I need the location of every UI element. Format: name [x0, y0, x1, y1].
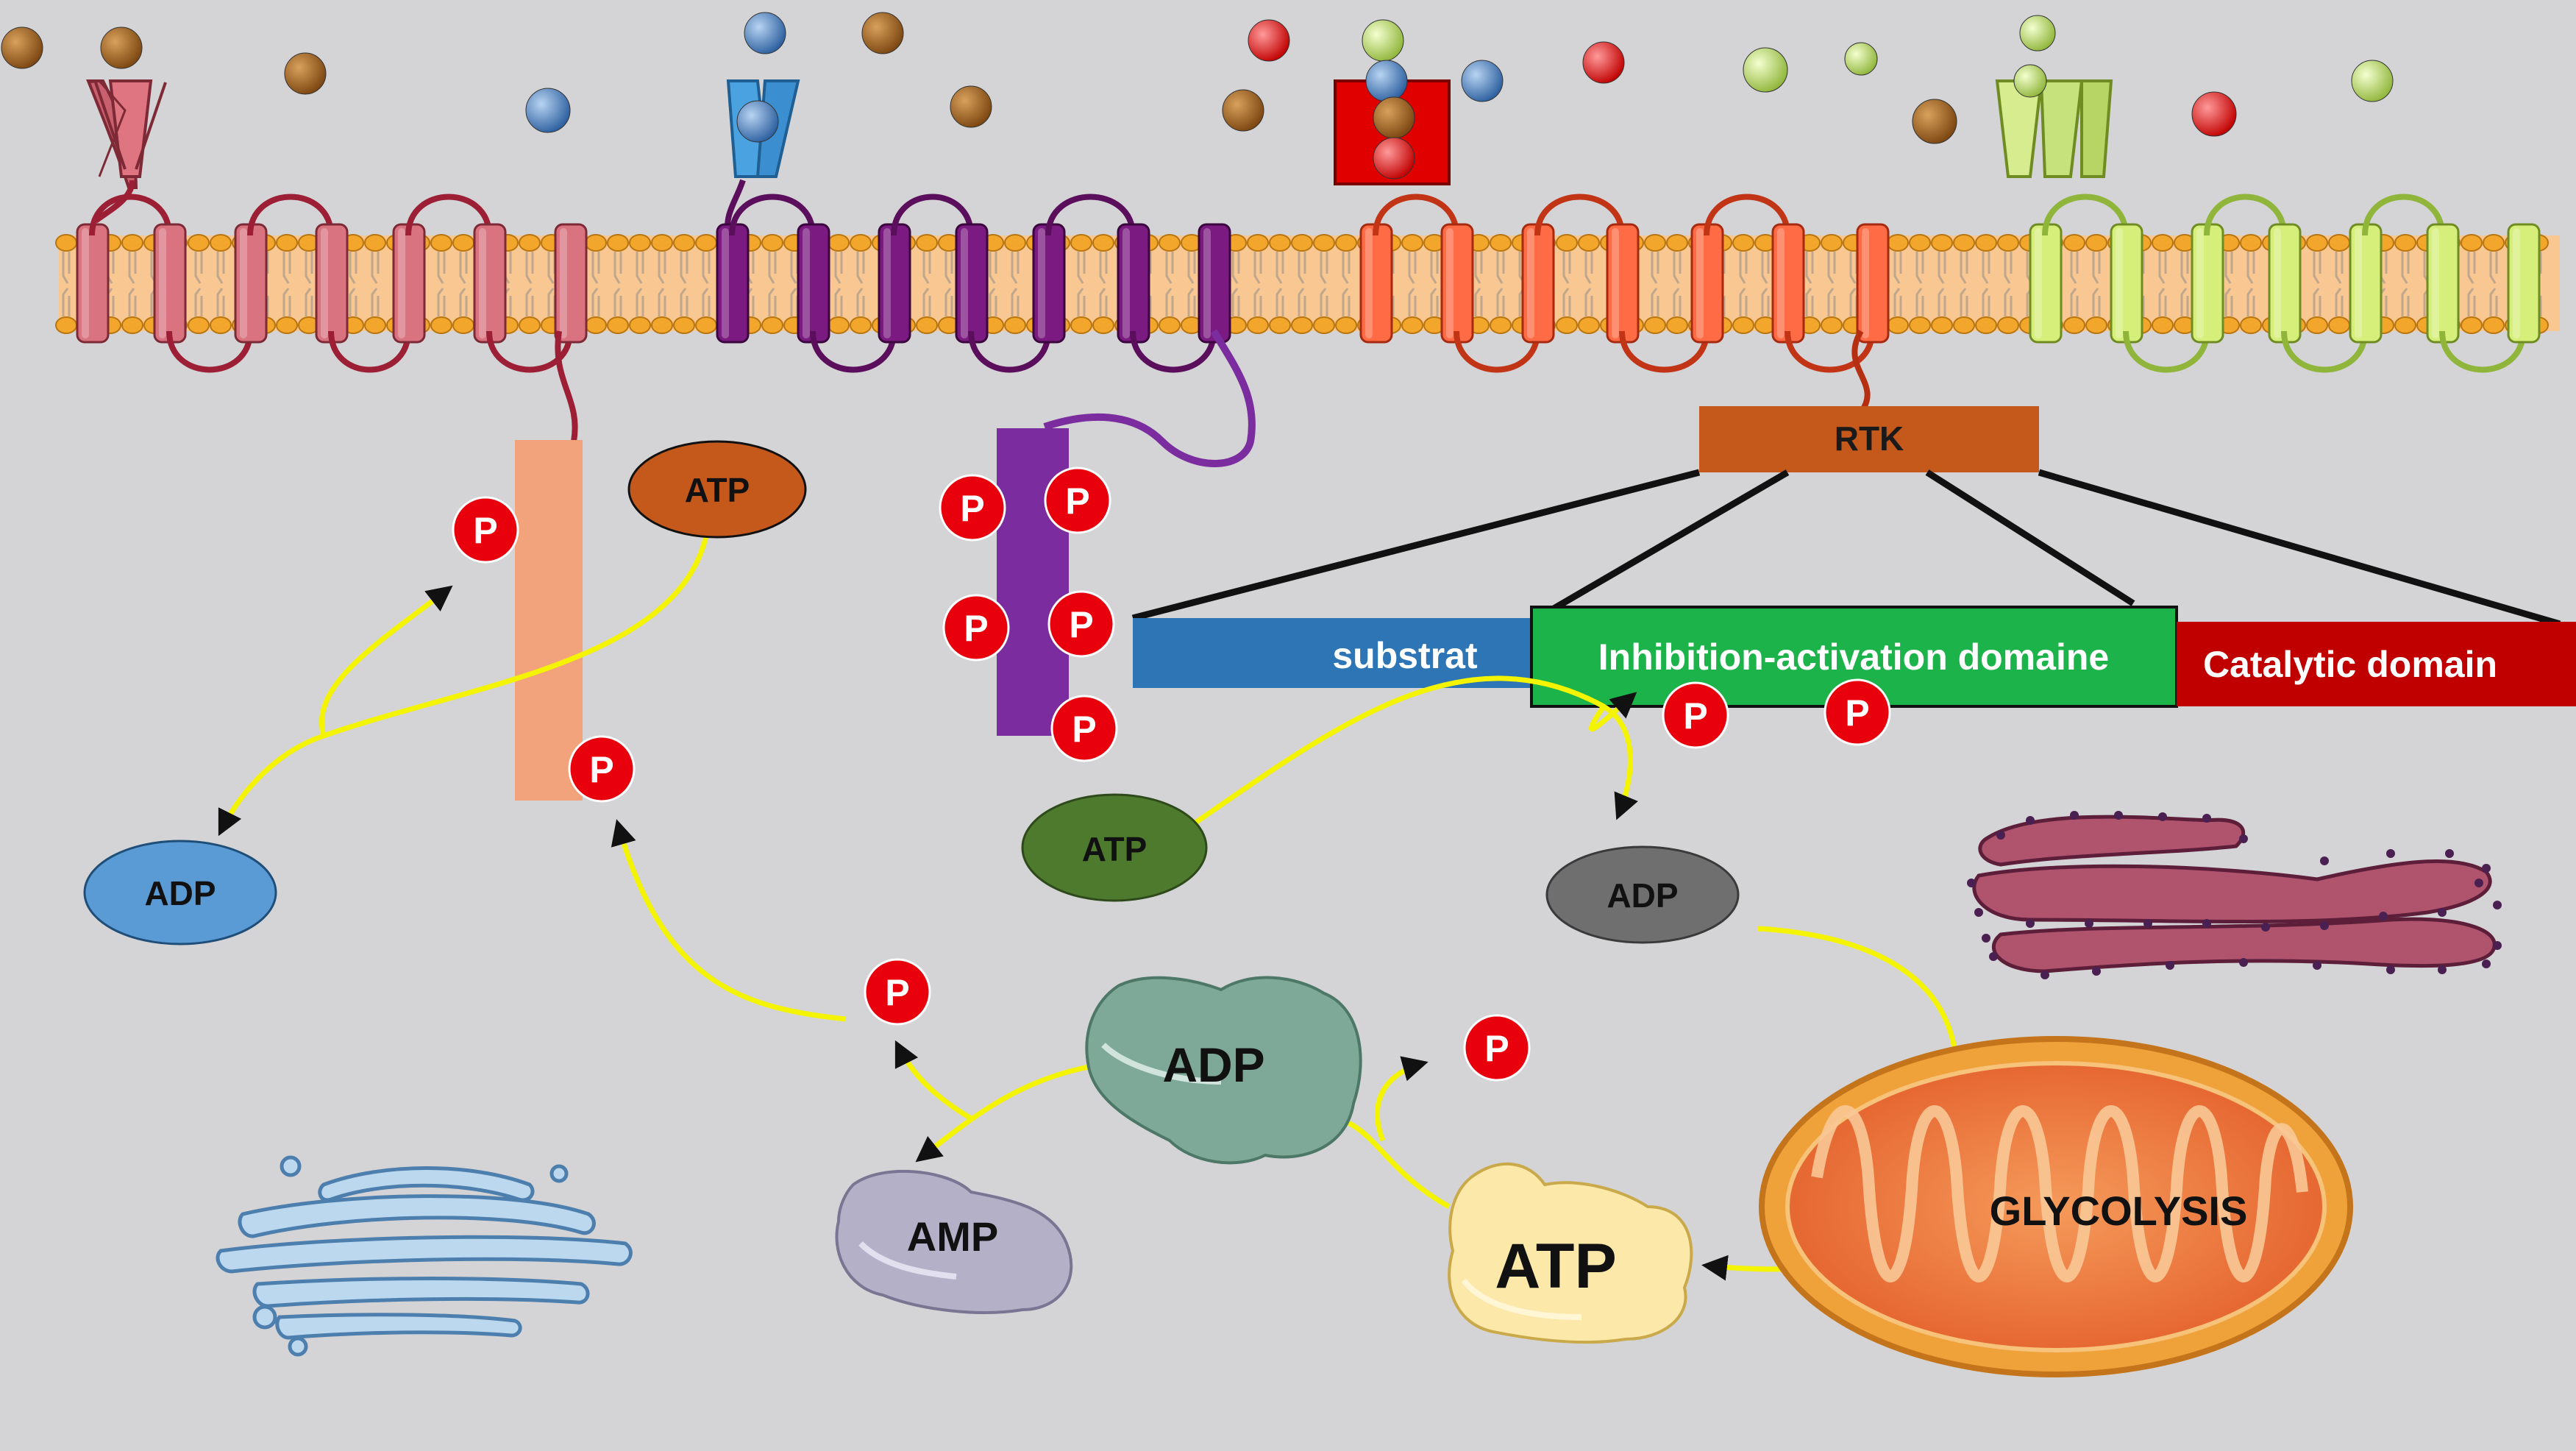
phosphate-label: P: [473, 510, 497, 551]
arrow-adp-cloud-to-amp: [915, 1064, 1089, 1163]
phosphate-circle: P: [1824, 678, 1891, 746]
substrate-label: substrat: [1332, 635, 1478, 676]
receptor-pink-7tm: [76, 79, 588, 442]
catalytic-domain-box: [2177, 622, 2576, 706]
rtk-label: RTK: [1835, 419, 1904, 458]
phosphate-label: P: [1683, 695, 1707, 737]
mitochondrion: GLYCOLYSIS: [1759, 1036, 2353, 1377]
svg-text:ADP: ADP: [1607, 876, 1678, 915]
phosphate-circle: P: [1662, 681, 1729, 749]
atp-green-node: ATP: [1021, 793, 1208, 902]
phosphate-circle: P: [1050, 695, 1118, 762]
adp-cloud: ADP: [1085, 976, 1362, 1165]
arrow-to-phosphate-free: [1374, 1056, 1428, 1142]
phosphate-circle: P: [568, 735, 636, 803]
adp-gray-node: ADP: [1545, 845, 1740, 944]
atp-cloud: ATP: [1448, 1162, 1693, 1344]
glycolysis-label: GLYCOLYSIS: [1990, 1188, 2248, 1234]
arrow-atp-green-to-adp-gray: [1175, 675, 1638, 837]
arrow-to-phosphate-rtk: [1588, 692, 1637, 732]
phosphate-label: P: [1065, 480, 1089, 522]
inhibition-activation-label: Inhibition-activation domaine: [1598, 636, 2109, 678]
phosphate-label: P: [1072, 709, 1096, 750]
phosphate-label: P: [964, 608, 988, 649]
svg-text:AMP: AMP: [907, 1213, 998, 1260]
phosphate-circle: P: [1047, 590, 1115, 658]
amp-cloud: AMP: [835, 1169, 1073, 1314]
phosphate-circle: P: [1463, 1014, 1531, 1082]
golgi-apparatus: [216, 1155, 633, 1357]
endoplasmic-reticulum: [1972, 815, 2497, 973]
svg-text:ATP: ATP: [1082, 830, 1148, 868]
arrow-atp-to-adp-left: [218, 535, 709, 837]
phosphate-circle: P: [452, 496, 519, 564]
receptor-rtk-red: [1334, 79, 1890, 414]
adp-left-node: ADP: [83, 840, 277, 946]
catalytic-domain-label: Catalytic domain: [2203, 644, 2497, 685]
arrow-to-phosphate-pink: [319, 585, 453, 737]
phosphate-circle: P: [939, 474, 1006, 542]
atp-top-node: ATP: [627, 440, 807, 539]
phosphate-label: P: [1069, 604, 1093, 645]
svg-text:ADP: ADP: [144, 874, 216, 912]
phosphate-circle: P: [942, 594, 1010, 661]
phosphate-label: P: [960, 488, 984, 529]
lipid-bilayer: [55, 234, 2560, 334]
phosphate-label: P: [1845, 692, 1869, 734]
ribosome-dots: [1967, 811, 2502, 979]
arrow-phosphate-to-pink-tail: [611, 819, 847, 1022]
phosphate-label: P: [885, 972, 909, 1013]
svg-text:ADP: ADP: [1162, 1037, 1264, 1092]
rtk-box: [1699, 406, 2039, 472]
substrate-domain-box: [1133, 618, 1530, 688]
phosphate-label: P: [1484, 1028, 1509, 1069]
phosphate-label: P: [589, 749, 613, 790]
phosphate-groups: P P P P P P P P P P P: [452, 466, 1891, 1082]
svg-text:ATP: ATP: [1495, 1231, 1617, 1302]
phosphate-circle: P: [1044, 466, 1111, 534]
arrow-adp-gray-to-mitochondrion: [1757, 926, 1970, 1079]
phosphate-circle: P: [864, 958, 931, 1026]
receptor-lime-channel: [1995, 79, 2541, 373]
extracellular-ligands: [1, 12, 2394, 180]
reaction-arrows: [218, 535, 2054, 1281]
arrow-to-phosphate-amp: [894, 1040, 972, 1121]
svg-text:ATP: ATP: [685, 471, 750, 509]
receptor-cytoplasmic-domain-pink: [515, 440, 583, 801]
rtk-connector-lines: [1131, 469, 2561, 628]
